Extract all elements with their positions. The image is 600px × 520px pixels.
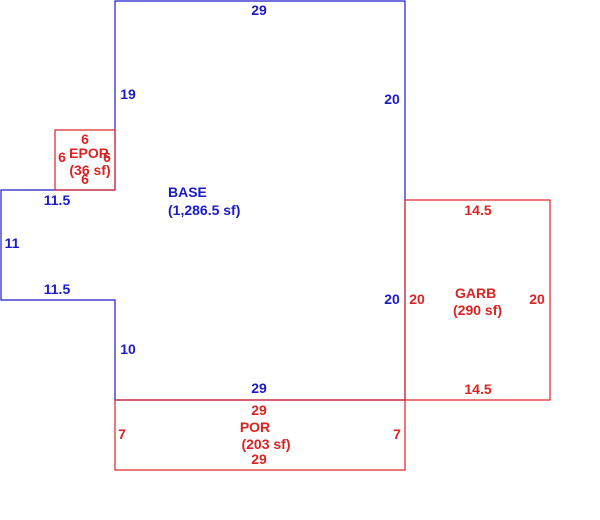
garb-outline xyxy=(404,199,551,401)
base-dim-notch-left: 11 xyxy=(5,235,20,251)
base-dim-bottom: 29 xyxy=(251,380,267,396)
garb-dim-top: 14.5 xyxy=(464,202,491,218)
garb-dim-left: 20 xyxy=(409,291,425,307)
epor-dim-right: 6 xyxy=(103,149,111,165)
base-dim-notch-top: 11.5 xyxy=(44,192,71,208)
base-dim-left-lower: 10 xyxy=(120,341,136,357)
por-dim-top: 29 xyxy=(251,402,267,418)
por-area: (203 sf) xyxy=(241,436,290,452)
epor-area: (36 sf) xyxy=(69,162,110,178)
base-dim-notch-bottom: 11.5 xyxy=(44,281,71,297)
garb-dim-right: 20 xyxy=(529,291,545,307)
por-dim-bottom: 29 xyxy=(251,451,267,467)
base-name: BASE xyxy=(168,184,207,200)
por-outline xyxy=(114,399,406,471)
epor-outline xyxy=(54,129,116,191)
por-dim-left: 7 xyxy=(118,426,126,442)
base-dim-left-upper: 19 xyxy=(120,86,136,102)
base-dim-top: 29 xyxy=(251,2,267,18)
epor-dim-top: 6 xyxy=(81,131,89,147)
por-name: POR xyxy=(240,419,270,435)
epor-name: EPOR xyxy=(69,145,109,161)
garb-area: (290 sf) xyxy=(453,302,502,318)
base-area: (1,286.5 sf) xyxy=(168,202,240,218)
garb-dim-bottom: 14.5 xyxy=(464,381,491,397)
epor-dim-left: 6 xyxy=(58,149,66,165)
epor-dim-bottom: 6 xyxy=(81,171,89,187)
base-dim-right-upper: 20 xyxy=(384,91,400,107)
garb-name: GARB xyxy=(455,285,496,301)
por-dim-right: 7 xyxy=(393,426,401,442)
base-dim-right-lower: 20 xyxy=(384,291,400,307)
